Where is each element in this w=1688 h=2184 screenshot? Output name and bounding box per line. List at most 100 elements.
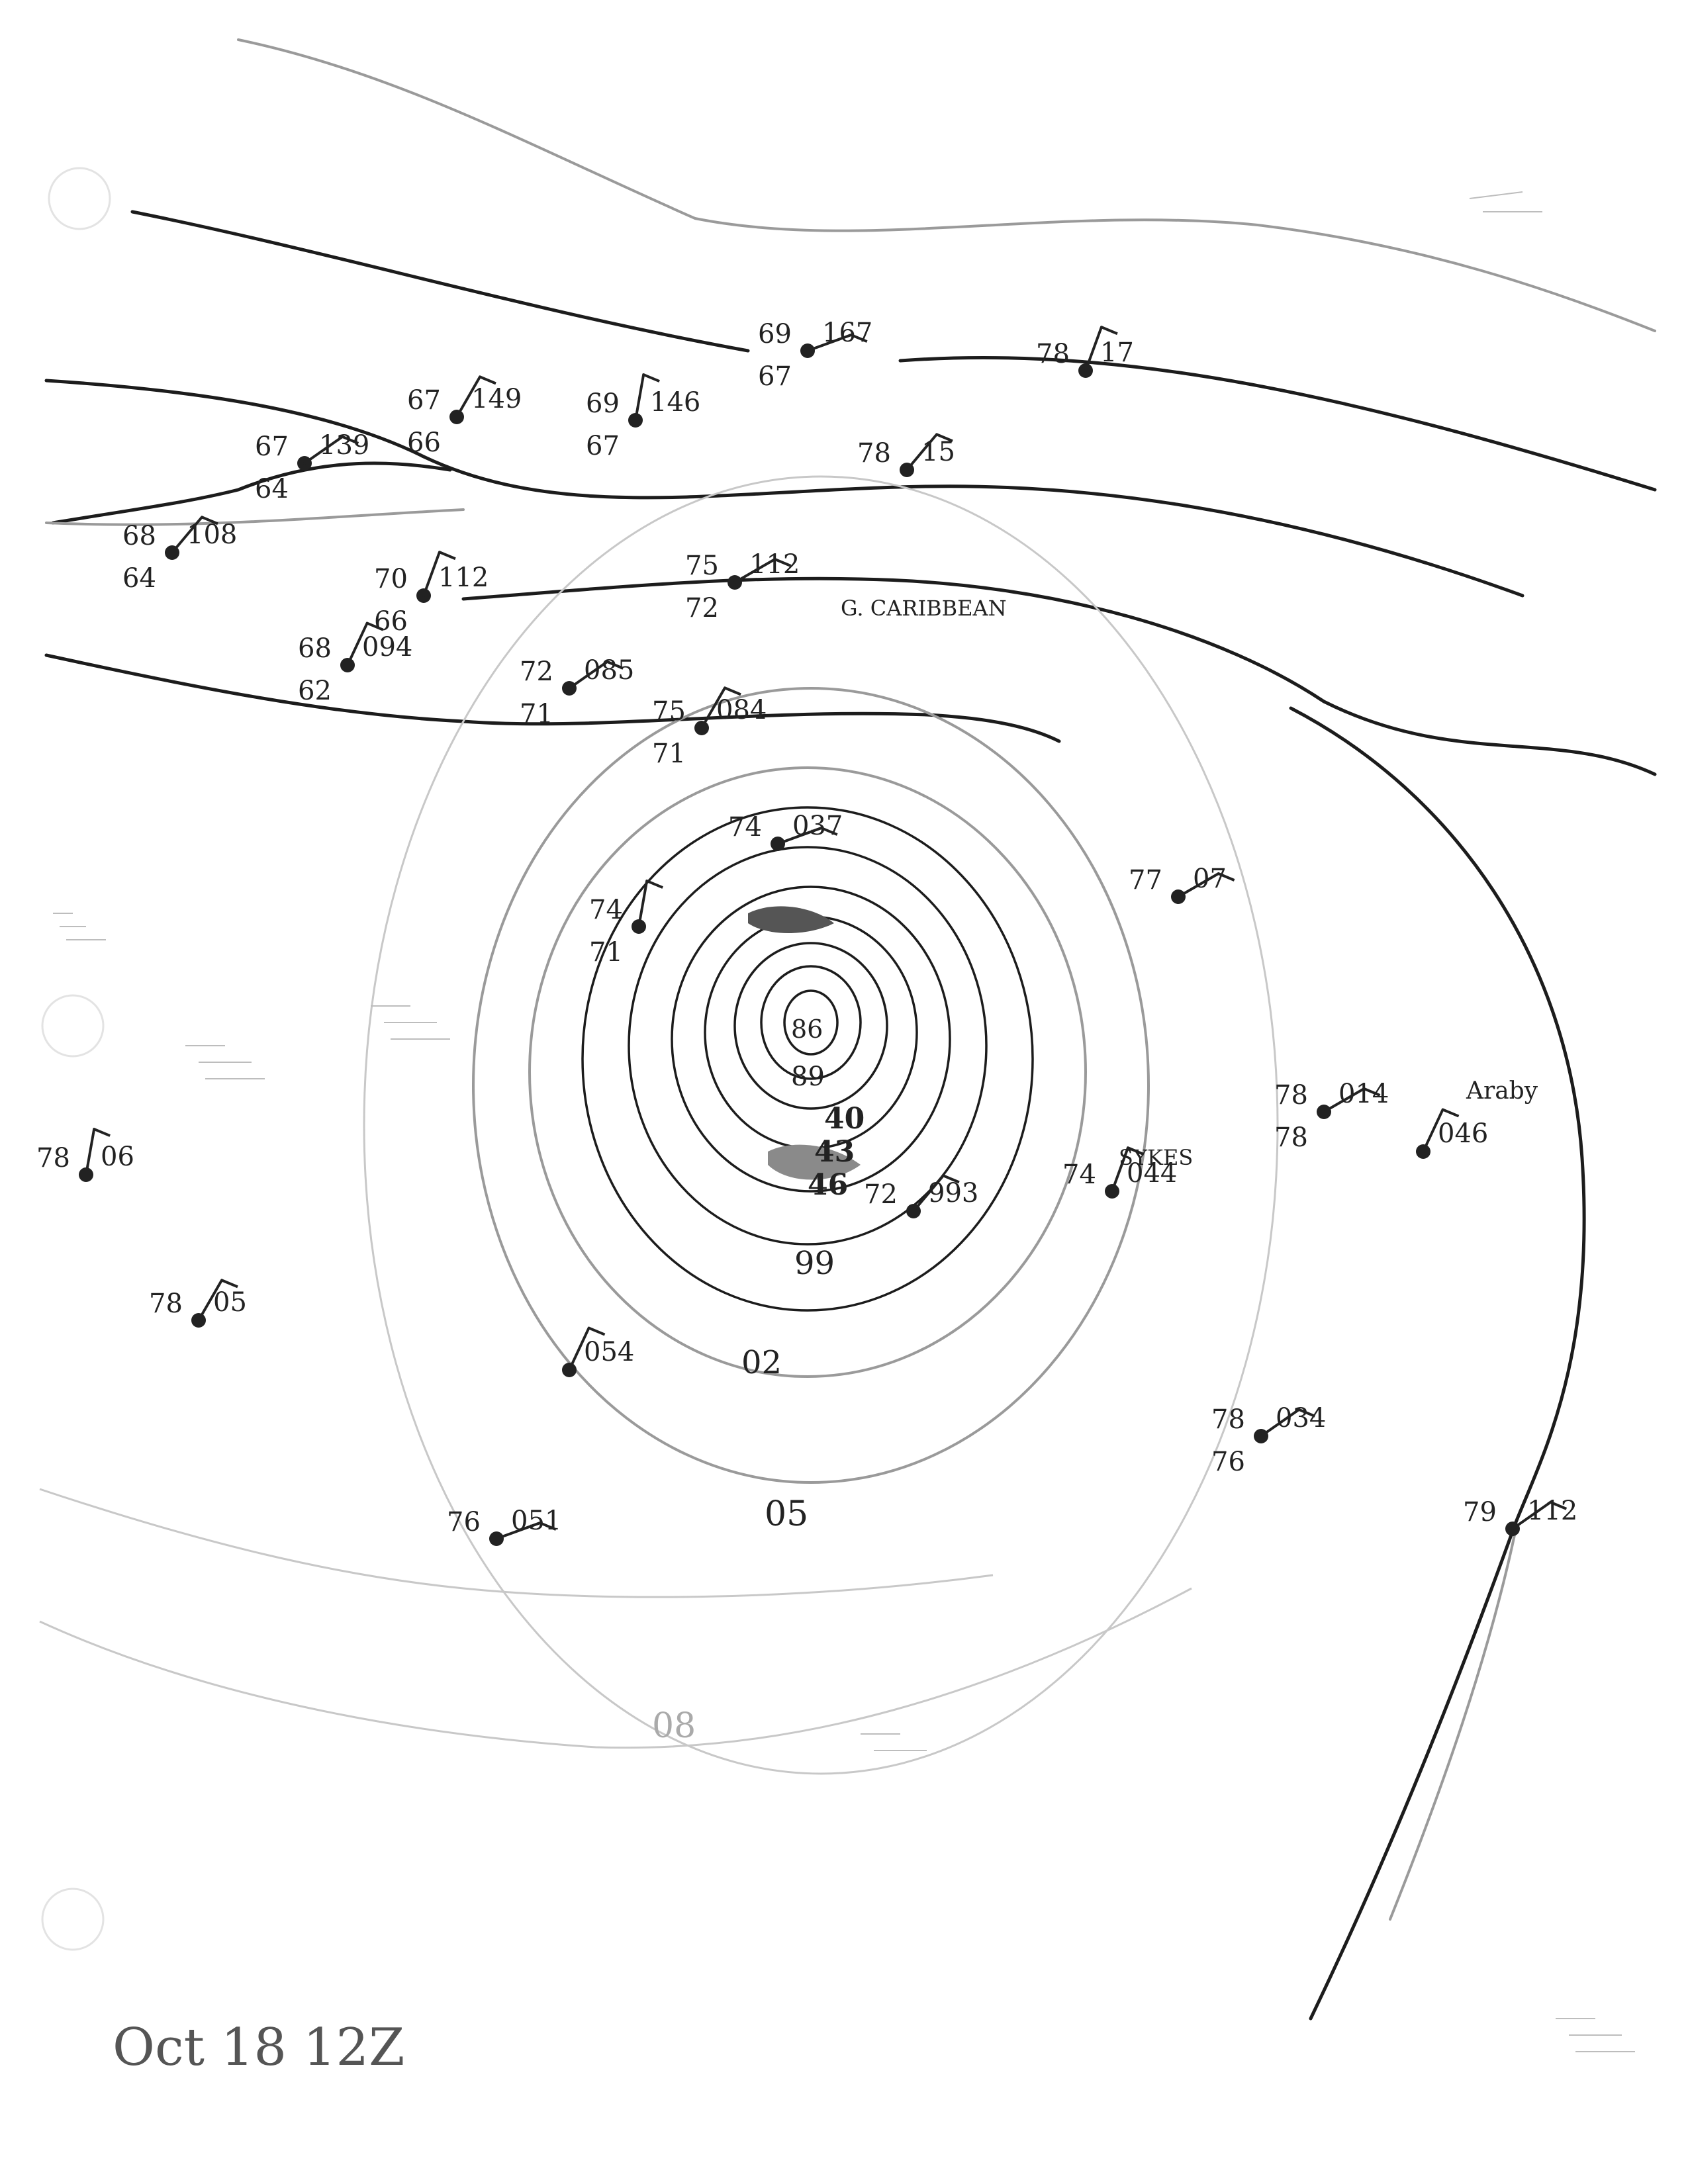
punch-holes — [41, 167, 111, 1951]
station-temp: 67 — [255, 432, 289, 462]
scribble — [1556, 2018, 1635, 2052]
wind-barb — [201, 516, 218, 525]
chart-date-label: Oct 18 12Z — [113, 2018, 404, 2077]
wind-barb — [1550, 1501, 1568, 1510]
wind-barb — [539, 1522, 557, 1531]
station-pressure: 037 — [792, 811, 843, 841]
wind-staff — [776, 827, 823, 845]
station-pressure: 112 — [1527, 1496, 1577, 1526]
punch-hole — [41, 994, 105, 1058]
station-pressure: 05 — [213, 1287, 247, 1318]
station-temp: 74 — [589, 895, 623, 925]
wind-staff — [495, 1522, 541, 1540]
station-dewpoint: 64 — [255, 474, 289, 504]
wind-staff — [197, 1279, 223, 1322]
station-pressure: 034 — [1276, 1403, 1326, 1433]
wind-barb — [221, 1279, 238, 1289]
station-temp: 67 — [407, 385, 441, 416]
station-dewpoint: 72 — [685, 593, 719, 623]
station-pressure: 139 — [319, 430, 369, 461]
isobar-label-89: 89 — [791, 1062, 825, 1092]
wind-barb — [1101, 326, 1118, 336]
station-dewpoint: 67 — [586, 431, 620, 461]
isobar-set-east — [1289, 706, 1586, 2021]
isobar-set-south — [39, 1488, 1192, 1749]
isobar-label-99: 99 — [794, 1245, 835, 1282]
wind-staff — [346, 621, 369, 666]
station-pressure: 149 — [471, 384, 522, 414]
station-pressure: 044 — [1127, 1158, 1177, 1189]
station-pressure: 146 — [650, 387, 700, 418]
wind-staff — [1111, 1146, 1129, 1193]
wind-staff — [1323, 1087, 1366, 1113]
station-dewpoint: 71 — [520, 699, 553, 729]
station-temp: 69 — [586, 388, 620, 419]
wind-staff — [700, 686, 726, 729]
isobar-south-2 — [39, 1587, 1192, 1749]
station-pressure: 15 — [921, 437, 955, 467]
wind-barb — [643, 373, 660, 383]
shaded-region-north — [748, 906, 834, 933]
place-label-araby: Araby — [1466, 1077, 1538, 1105]
station-model: 67 149 66 — [407, 375, 522, 458]
isobar-south-1 — [39, 1488, 994, 1598]
station-temp: 74 — [728, 812, 762, 842]
station-dewpoint: 66 — [374, 606, 408, 637]
isobar-label-43: 43 — [814, 1135, 855, 1169]
station-dewpoint: 66 — [407, 428, 441, 458]
wind-staff — [568, 1326, 590, 1371]
isobar-label-08: 08 — [652, 1706, 696, 1746]
isobar-ring-86 — [783, 989, 839, 1056]
station-model: 054 — [562, 1326, 634, 1377]
station-pressure: 084 — [716, 695, 767, 725]
station-dewpoint: 71 — [589, 937, 623, 968]
isobar-ring-99 — [581, 806, 1034, 1312]
wind-barb — [1298, 1408, 1316, 1418]
wind-staff — [1422, 1108, 1444, 1153]
station-dewpoint: 67 — [758, 361, 792, 392]
place-labels: G. CARIBBEAN SYKES Araby — [841, 596, 1538, 1170]
isobar-label-05: 05 — [765, 1494, 808, 1534]
station-temp: 70 — [374, 564, 408, 594]
station-model: 78 05 — [149, 1279, 247, 1328]
station-pressure: 06 — [101, 1142, 134, 1172]
wind-barb — [646, 880, 663, 889]
station-temp: 78 — [1274, 1080, 1308, 1111]
station-temp: 78 — [1036, 339, 1070, 369]
wind-barb — [342, 435, 359, 445]
station-model: 69 146 67 — [586, 373, 700, 461]
wind-barb — [774, 558, 792, 567]
station-pressure: 054 — [584, 1337, 634, 1367]
wind-barb — [936, 433, 953, 443]
station-dewpoint: 64 — [122, 563, 156, 594]
wind-barb — [943, 1174, 960, 1184]
punch-hole — [41, 1888, 105, 1951]
scribble — [53, 913, 106, 940]
isobar-ring-02 — [528, 766, 1087, 1378]
isobar-east-arc — [1289, 706, 1586, 2021]
wind-staff — [637, 880, 649, 928]
scribble — [1469, 191, 1542, 212]
station-model: 74 044 — [1062, 1146, 1177, 1199]
station-pressure: 108 — [187, 520, 237, 550]
station-dewpoint: 78 — [1274, 1122, 1308, 1153]
isobar-north-5 — [461, 576, 1657, 776]
station-temp: 75 — [685, 551, 719, 581]
station-temp: 74 — [1062, 1160, 1096, 1190]
isobar-east-tail — [1389, 1527, 1517, 1921]
scribble — [371, 1005, 450, 1040]
isobar-north-7 — [45, 508, 465, 526]
station-model: 67 139 64 — [255, 430, 369, 504]
station-pressure: 085 — [584, 655, 634, 686]
station-temp: 78 — [149, 1289, 183, 1319]
